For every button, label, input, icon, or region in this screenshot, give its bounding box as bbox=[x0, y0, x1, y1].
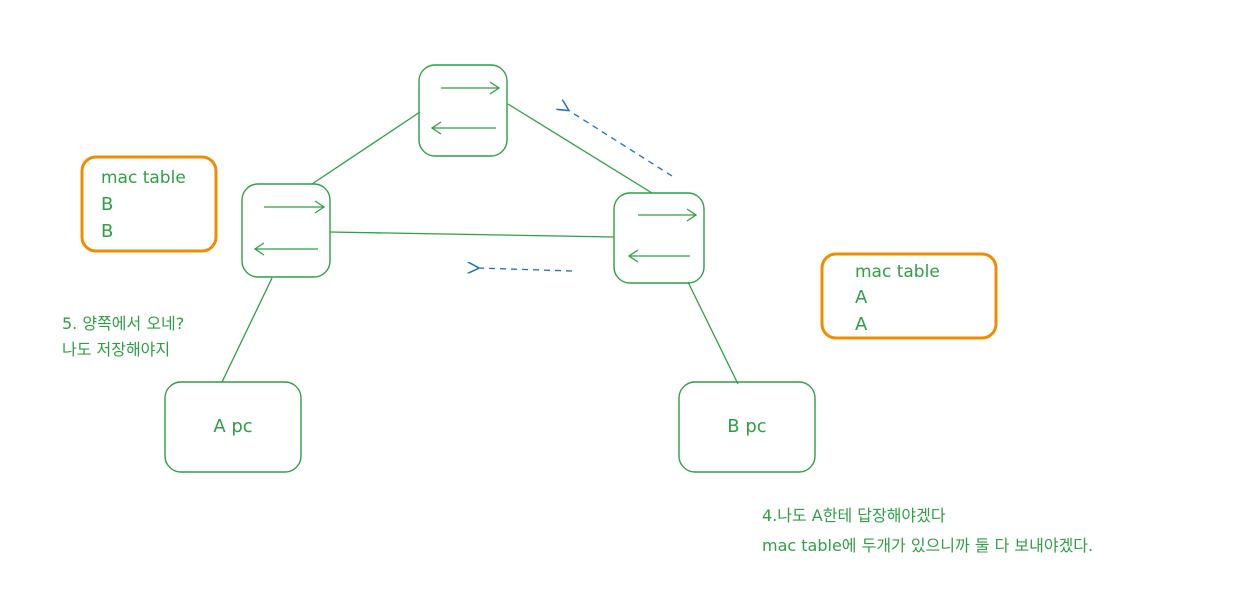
link-left-right bbox=[329, 231, 615, 238]
switch-top[interactable] bbox=[418, 64, 508, 157]
mac-table-left-row-1: B bbox=[101, 194, 113, 215]
note-left-line-2: 나도 저장해야지 bbox=[62, 340, 170, 359]
mac-table-right-row-2: A bbox=[855, 314, 868, 335]
link-right-bpc bbox=[687, 281, 739, 385]
mac-table-right-row-1: A bbox=[855, 287, 868, 308]
switch-left[interactable] bbox=[241, 183, 331, 278]
pc-b-label: B pc bbox=[727, 416, 766, 437]
pc-a-label: A pc bbox=[213, 416, 252, 437]
blue-dashed-arrow-lower bbox=[478, 268, 573, 271]
note-bottom-line-1: 4.나도 A한테 답장해야겠다 bbox=[762, 506, 946, 525]
mac-table-left-title: mac table bbox=[101, 168, 186, 188]
link-left-apc bbox=[221, 277, 273, 383]
switch-left-arrows-icon bbox=[253, 200, 326, 256]
mac-table-left-row-2: B bbox=[101, 221, 113, 242]
switch-right[interactable] bbox=[613, 192, 705, 284]
blue-dashed-arrow-upper bbox=[568, 110, 673, 177]
switch-right-arrows-icon bbox=[627, 208, 698, 263]
link-top-left bbox=[311, 111, 421, 185]
switch-top-arrows-icon bbox=[430, 81, 501, 135]
pc-a[interactable]: A pc bbox=[164, 381, 302, 473]
mac-table-right-title: mac table bbox=[855, 262, 940, 282]
link-top-right bbox=[507, 103, 653, 194]
note-bottom-line-2: mac table에 두개가 있으니까 둘 다 보내야겠다. bbox=[762, 536, 1093, 555]
pc-b[interactable]: B pc bbox=[678, 381, 816, 473]
note-left: 5. 양쪽에서 오네? 나도 저장해야지 bbox=[62, 314, 184, 359]
mac-table-right: mac table A A bbox=[820, 252, 998, 340]
note-bottom: 4.나도 A한테 답장해야겠다 mac table에 두개가 있으니까 둘 다 … bbox=[762, 506, 1093, 555]
mac-table-left: mac table B B bbox=[80, 155, 218, 253]
note-left-line-1: 5. 양쪽에서 오네? bbox=[62, 314, 184, 333]
